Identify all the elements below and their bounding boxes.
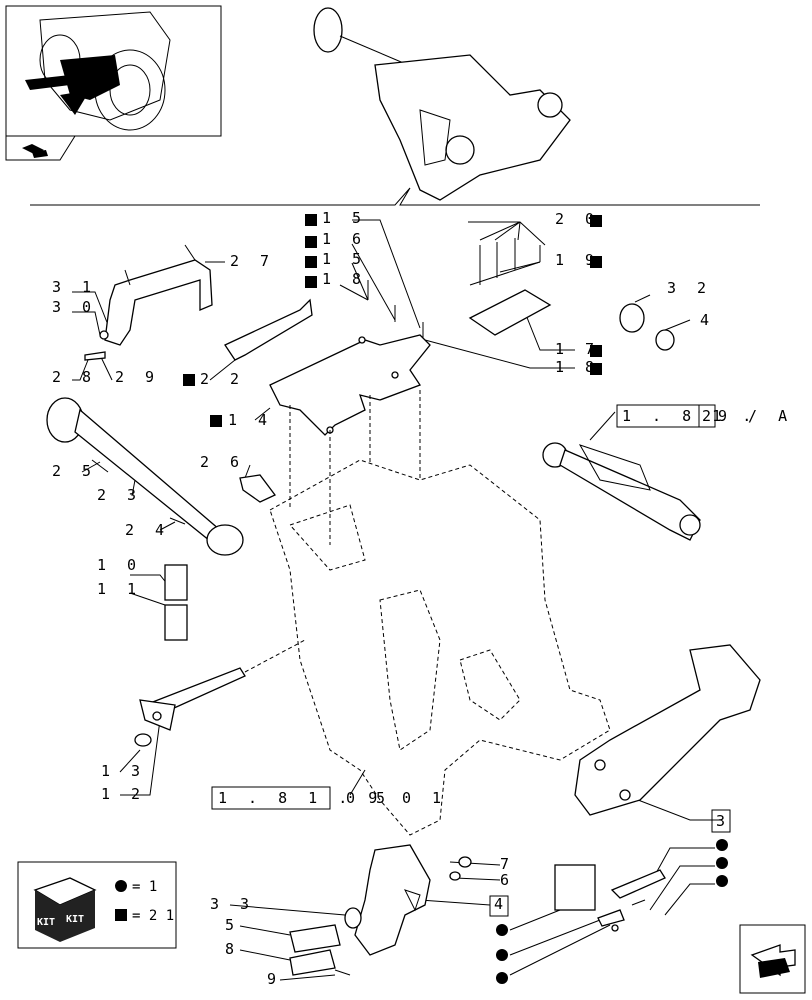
ref-link-2-mid: 0 5: [346, 789, 391, 807]
page-nav-icon[interactable]: [5, 135, 76, 161]
label-4b: 4: [494, 895, 509, 913]
label-24: 2 4: [125, 521, 170, 539]
decal-10: [164, 564, 188, 601]
small-pin: [631, 899, 646, 906]
label-23: 2 3: [97, 486, 142, 504]
label-7: 7: [500, 855, 515, 873]
label-12: 1 2: [101, 785, 146, 803]
kit-legend: KIT KIT = 1 = 2 1: [17, 861, 177, 949]
label-15a: 1 5: [322, 209, 367, 227]
label-8: 8: [225, 940, 240, 958]
upper-link: [542, 442, 701, 541]
plate-part: [224, 298, 313, 361]
tractor-thumbnail: [5, 5, 222, 137]
label-15b: 1 5: [322, 250, 367, 268]
bushing-small: [655, 329, 675, 351]
reference-link-1[interactable]: 1 . 8 1 . 2 9 / A: [616, 404, 793, 428]
cover-plate: [269, 334, 431, 436]
lower-arm: [574, 644, 761, 816]
next-arrow-icon[interactable]: [739, 924, 806, 994]
label-29: 2 9: [115, 368, 160, 386]
ref-link-1-text: 1 . 8 1 .: [622, 407, 757, 425]
legend-circle-text: = 1: [132, 879, 157, 895]
hook-bracket: [354, 844, 431, 956]
label-17: 1 7: [555, 340, 600, 358]
small-screw: [611, 924, 619, 932]
washer-7: [458, 856, 472, 868]
bushing-large: [619, 303, 645, 333]
label-27: 2 7: [230, 252, 275, 270]
label-13: 1 3: [101, 762, 146, 780]
label-11: 1 1: [97, 580, 142, 598]
label-14: 1 4: [228, 411, 273, 429]
reference-link-2[interactable]: 1 . 8 1 . 9 0 5 0 1: [211, 786, 447, 810]
label-25: 2 5: [52, 462, 97, 480]
cross-shaft: [46, 397, 244, 556]
label-18b: 1 8: [555, 358, 600, 376]
ref-link-1-suffix: 9 / A: [718, 407, 793, 425]
label-4a: 4: [700, 311, 715, 329]
mount-plate: [468, 289, 552, 336]
label-31: 3 1: [52, 278, 97, 296]
label-10: 1 0: [97, 556, 142, 574]
ref-link-2-text: 1 . 8 1 . 9: [218, 789, 383, 807]
label-22: 2 2: [200, 370, 245, 388]
sleeve: [239, 474, 277, 503]
handle: [610, 869, 666, 899]
legend-square-text: = 2 1: [132, 908, 174, 924]
box-label-4: [489, 895, 509, 917]
section-divider: [30, 187, 760, 206]
ref-link-1-box: 2: [702, 407, 717, 425]
label-19: 1 9: [555, 251, 600, 269]
label-32: 3 2: [667, 279, 712, 297]
decal-plate: [554, 864, 596, 911]
label-6: 6: [500, 871, 515, 889]
label-16: 1 6: [322, 230, 367, 248]
decal-11: [164, 604, 188, 641]
ref-link-2-suffix: 0 1: [402, 789, 447, 807]
bolt-set: [367, 238, 541, 338]
label-5: 5: [225, 916, 240, 934]
label-28: 2 8: [52, 368, 97, 386]
lift-shaft: [134, 639, 306, 747]
label-20: 2 0: [555, 210, 600, 228]
lever: [597, 909, 625, 927]
part-labels: 1 5 1 6 1 5 1 8 2 0 1 9 3 2 4 1 7 1 8 3 …: [52, 209, 731, 988]
legend-markers: [183, 214, 728, 984]
main-frame: [269, 390, 611, 836]
label-33: 3 3: [210, 895, 255, 913]
kit-label-2: KIT: [66, 914, 84, 925]
pin-set: [289, 907, 362, 976]
label-3: 3: [716, 812, 731, 830]
label-26: 2 6: [200, 453, 245, 471]
label-30: 3 0: [52, 298, 97, 316]
kit-label-1: KIT: [37, 917, 55, 928]
label-9: 9: [267, 970, 282, 988]
leader-lines: [72, 219, 720, 981]
top-assembly-detail: [313, 7, 571, 201]
bracket-assembly: [84, 244, 213, 361]
box-label-3: [711, 809, 731, 833]
kit-box-icon: KIT KIT: [33, 877, 97, 942]
washer-6: [449, 871, 461, 881]
label-18a: 1 8: [322, 270, 367, 288]
